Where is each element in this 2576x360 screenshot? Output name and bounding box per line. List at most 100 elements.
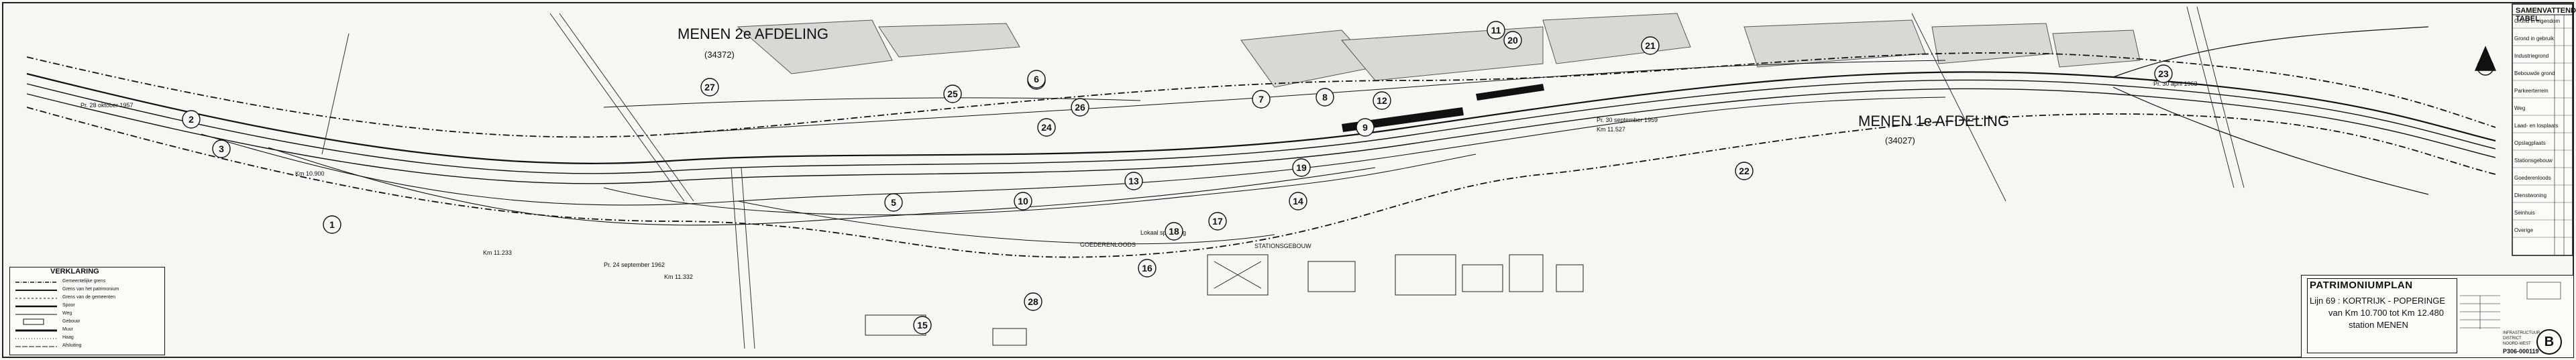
marker-label: 12 (1377, 95, 1387, 106)
marker-18: 18 (1165, 222, 1183, 241)
marker-12: 12 (1373, 91, 1391, 110)
legend-title: VERKLARING (50, 267, 99, 276)
marker-label: 26 (1075, 102, 1085, 113)
summary-table-row: Overige (2514, 227, 2534, 233)
summary-table-title: SAMENVATTENDE TABEL (2516, 7, 2576, 23)
marker-16: 16 (1138, 259, 1157, 278)
legend-row: Grens van de gemeenten (62, 295, 115, 300)
summary-table-row: Stationsgebouw (2514, 158, 2553, 164)
marker-27: 27 (700, 78, 719, 97)
marker-label: 27 (704, 82, 715, 93)
district-menen2-title: MENEN 2e AFDELING (678, 25, 828, 42)
legend-symbols (15, 282, 57, 347)
marker-label: 5 (891, 197, 896, 208)
nmbs-logo-icon: B (2536, 329, 2562, 355)
marker-label: 8 (1322, 92, 1328, 103)
title-block-line: van Km 10.700 tot Km 12.480 (2328, 308, 2444, 318)
date-label: Pr. 24 september 1962 (604, 261, 665, 268)
km-label: Km 11.233 (483, 249, 512, 256)
km-label: Km 11.332 (664, 274, 693, 280)
roads (321, 6, 2245, 349)
legend-row: Gemeentelijke grens (62, 279, 106, 284)
legend-row: Grens van het patrimonium (62, 287, 119, 292)
summary-table-row: Opslagplaats (2514, 140, 2546, 146)
legend-row: Muur (62, 327, 73, 332)
title-block-line: station MENEN (2349, 320, 2408, 330)
marker-label: 1 (329, 219, 335, 230)
marker-group: 1234567891011121314151617181920212223242… (182, 21, 2173, 335)
marker-28: 28 (1024, 292, 1042, 311)
title-block: PATRIMONIUMPLAN Lijn 69 : KORTRIJK - POP… (2301, 275, 2574, 358)
title-block-title: PATRIMONIUMPLAN (2310, 280, 2413, 291)
marker-label: 19 (1296, 162, 1307, 173)
marker-6: 6 (1027, 70, 1046, 88)
legend-row: Haag (62, 335, 74, 340)
km-label: Km 11.527 (1597, 126, 1625, 133)
marker-label: 2 (189, 114, 194, 125)
marker-13: 13 (1124, 172, 1143, 190)
building-label: GOEDERENLOODS (1080, 241, 1136, 248)
legend-row: Gebouw (62, 319, 80, 324)
drawing-number: P306-000119 (2503, 348, 2539, 355)
summary-table-row: Industriegrond (2514, 53, 2548, 59)
summary-table-row: Seinhuis (2514, 210, 2535, 216)
summary-table-row: Parkeerterrein (2514, 88, 2548, 94)
marker-label: 24 (1041, 122, 1052, 133)
marker-11: 11 (1487, 21, 1505, 40)
marker-label: 15 (917, 320, 928, 331)
marker-label: 22 (1739, 166, 1750, 176)
marker-label: 18 (1169, 226, 1179, 237)
south-buildings (865, 254, 1584, 346)
district-menen1-code: (34027) (1885, 135, 1915, 145)
marker-2: 2 (182, 110, 201, 129)
marker-23: 23 (2154, 64, 2173, 83)
marker-7: 7 (1252, 90, 1271, 109)
marker-label: 14 (1293, 196, 1303, 206)
summary-table-row: Grond in eigendom (2514, 18, 2560, 24)
marker-label: 13 (1128, 176, 1139, 186)
marker-label: 17 (1212, 216, 1223, 227)
marker-label: 10 (1018, 196, 1028, 206)
marker-3: 3 (212, 139, 231, 158)
marker-24: 24 (1037, 118, 1056, 137)
legend-row: Afsluiting (62, 343, 82, 348)
district-menen2-code: (34372) (704, 50, 735, 60)
summary-table-row: Dienstwoning (2514, 192, 2546, 198)
marker-8: 8 (1316, 88, 1334, 107)
marker-20: 20 (1503, 31, 1522, 50)
marker-label: 16 (1142, 263, 1152, 274)
north-arrow-icon (2474, 46, 2497, 76)
marker-label: 3 (219, 143, 224, 154)
marker-10: 10 (1014, 192, 1032, 211)
marker-25: 25 (943, 84, 962, 103)
summary-table-row: Goederenloods (2514, 175, 2551, 181)
building-label: STATIONSGEBOUW (1254, 243, 1311, 249)
date-label: Pr. 28 oktober 1957 (80, 102, 133, 109)
marker-26: 26 (1071, 98, 1089, 117)
summary-table-row: Laad- en losplaats (2514, 123, 2558, 129)
marker-label: 20 (1507, 35, 1518, 46)
district-menen1-title: MENEN 1e AFDELING (1858, 113, 2009, 129)
legend-row: Spoor (62, 303, 75, 308)
marker-5: 5 (884, 193, 903, 212)
legend-row: Weg (62, 311, 72, 316)
summary-table-row: Bebouwde grond (2514, 70, 2555, 76)
marker-label: 6 (1034, 74, 1039, 84)
marker-label: 7 (1258, 94, 1264, 105)
date-label: Pr. 30 september 1959 (1597, 117, 1658, 123)
marker-label: 25 (947, 88, 958, 99)
km-label: Km 10.900 (295, 170, 325, 177)
marker-17: 17 (1208, 212, 1227, 231)
marker-label: 11 (1491, 25, 1501, 36)
date-label: Pr. 30 april 1963 (2153, 80, 2198, 87)
marker-label: 21 (1645, 40, 1656, 51)
marker-15: 15 (913, 316, 932, 335)
title-block-org: INFRASTRUCTUUR DISTRICT NOORD-WEST (2503, 331, 2540, 346)
built-up-areas (737, 13, 2141, 88)
marker-label: 9 (1362, 122, 1368, 133)
summary-table-row: Weg (2514, 105, 2525, 111)
